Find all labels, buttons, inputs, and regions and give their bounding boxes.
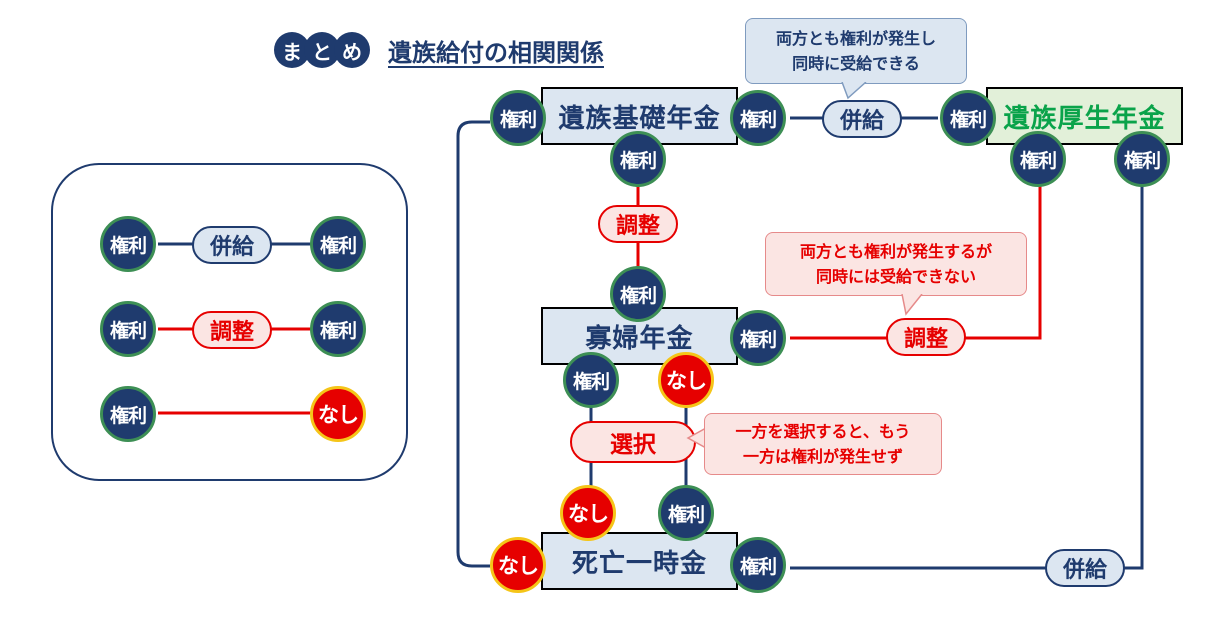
- kiso-right-badge-left: 権利: [490, 90, 546, 146]
- kafu-right-badge-top: 権利: [610, 266, 666, 322]
- legend-panel: [51, 163, 408, 481]
- chosei-callout-tail: [901, 294, 923, 316]
- matome-char: と: [304, 32, 340, 68]
- shibo-right-badge-right: 権利: [730, 537, 786, 593]
- chosei-callout: 両方とも権利が発生するが 同時には受給できない: [765, 232, 1027, 296]
- callout-line: 一方は権利が発生せず: [742, 447, 903, 466]
- callout-line: 両方とも権利が発生し: [775, 29, 936, 48]
- kiso-kafu-chosei-pill: 調整: [598, 205, 678, 243]
- legend-heikyu-pill: 併給: [192, 226, 272, 264]
- title-text: 遺族給付の相関関係: [388, 38, 604, 67]
- callout-line: 一方を選択すると、もう: [735, 422, 911, 441]
- legend-none-badge: なし: [310, 386, 366, 442]
- legend-right-badge: 権利: [310, 216, 366, 272]
- shibo-none-badge-top: なし: [560, 485, 616, 541]
- kosei-shibo-heikyu-pill: 併給: [1045, 549, 1125, 587]
- kafu-right-badge-right: 権利: [730, 310, 786, 366]
- kiso-shibo-bracket: [456, 120, 490, 568]
- kiso-right-badge-bottom: 権利: [610, 131, 666, 187]
- callout-line: 同時には受給できない: [815, 267, 976, 286]
- shibo-right-badge-top: 権利: [658, 485, 714, 541]
- page-title: ま と め 遺族給付の相関関係: [274, 32, 604, 68]
- legend-right-badge: 権利: [100, 216, 156, 272]
- legend-right-badge: 権利: [100, 301, 156, 357]
- kafu-kosei-chosei-pill: 調整: [886, 318, 966, 356]
- matome-char: め: [334, 32, 370, 68]
- callout-line: 両方とも権利が発生するが: [799, 242, 992, 261]
- kosei-right-badge-left: 権利: [940, 90, 996, 146]
- matome-badge: ま と め: [274, 32, 370, 68]
- kafu-none-badge-bottom: なし: [658, 352, 714, 408]
- kiso-kosei-heikyu-pill: 併給: [822, 100, 902, 138]
- legend-right-badge: 権利: [310, 301, 366, 357]
- heikyu-callout-tail: [841, 82, 867, 100]
- kafu-kosei-line: [790, 185, 1042, 340]
- kafu-right-badge-bottom: 権利: [563, 352, 619, 408]
- box-shibo-ichiji: 死亡一時金: [541, 532, 738, 590]
- kosei-right-badge-bottom-left: 権利: [1010, 131, 1066, 187]
- heikyu-callout: 両方とも権利が発生し 同時に受給できる: [745, 18, 967, 84]
- shibo-none-badge-left: なし: [490, 537, 546, 593]
- kiso-right-badge-right: 権利: [730, 90, 786, 146]
- kosei-shibo-line: [790, 185, 1144, 570]
- callout-line: 同時に受給できる: [792, 54, 920, 73]
- kosei-right-badge-bottom-right: 権利: [1114, 131, 1170, 187]
- sentaku-callout-tail: [686, 427, 706, 449]
- sentaku-callout: 一方を選択すると、もう 一方は権利が発生せず: [704, 413, 942, 475]
- legend-right-badge: 権利: [100, 386, 156, 442]
- sentaku-pill: 選択: [570, 421, 696, 463]
- legend-chosei-pill: 調整: [192, 311, 272, 349]
